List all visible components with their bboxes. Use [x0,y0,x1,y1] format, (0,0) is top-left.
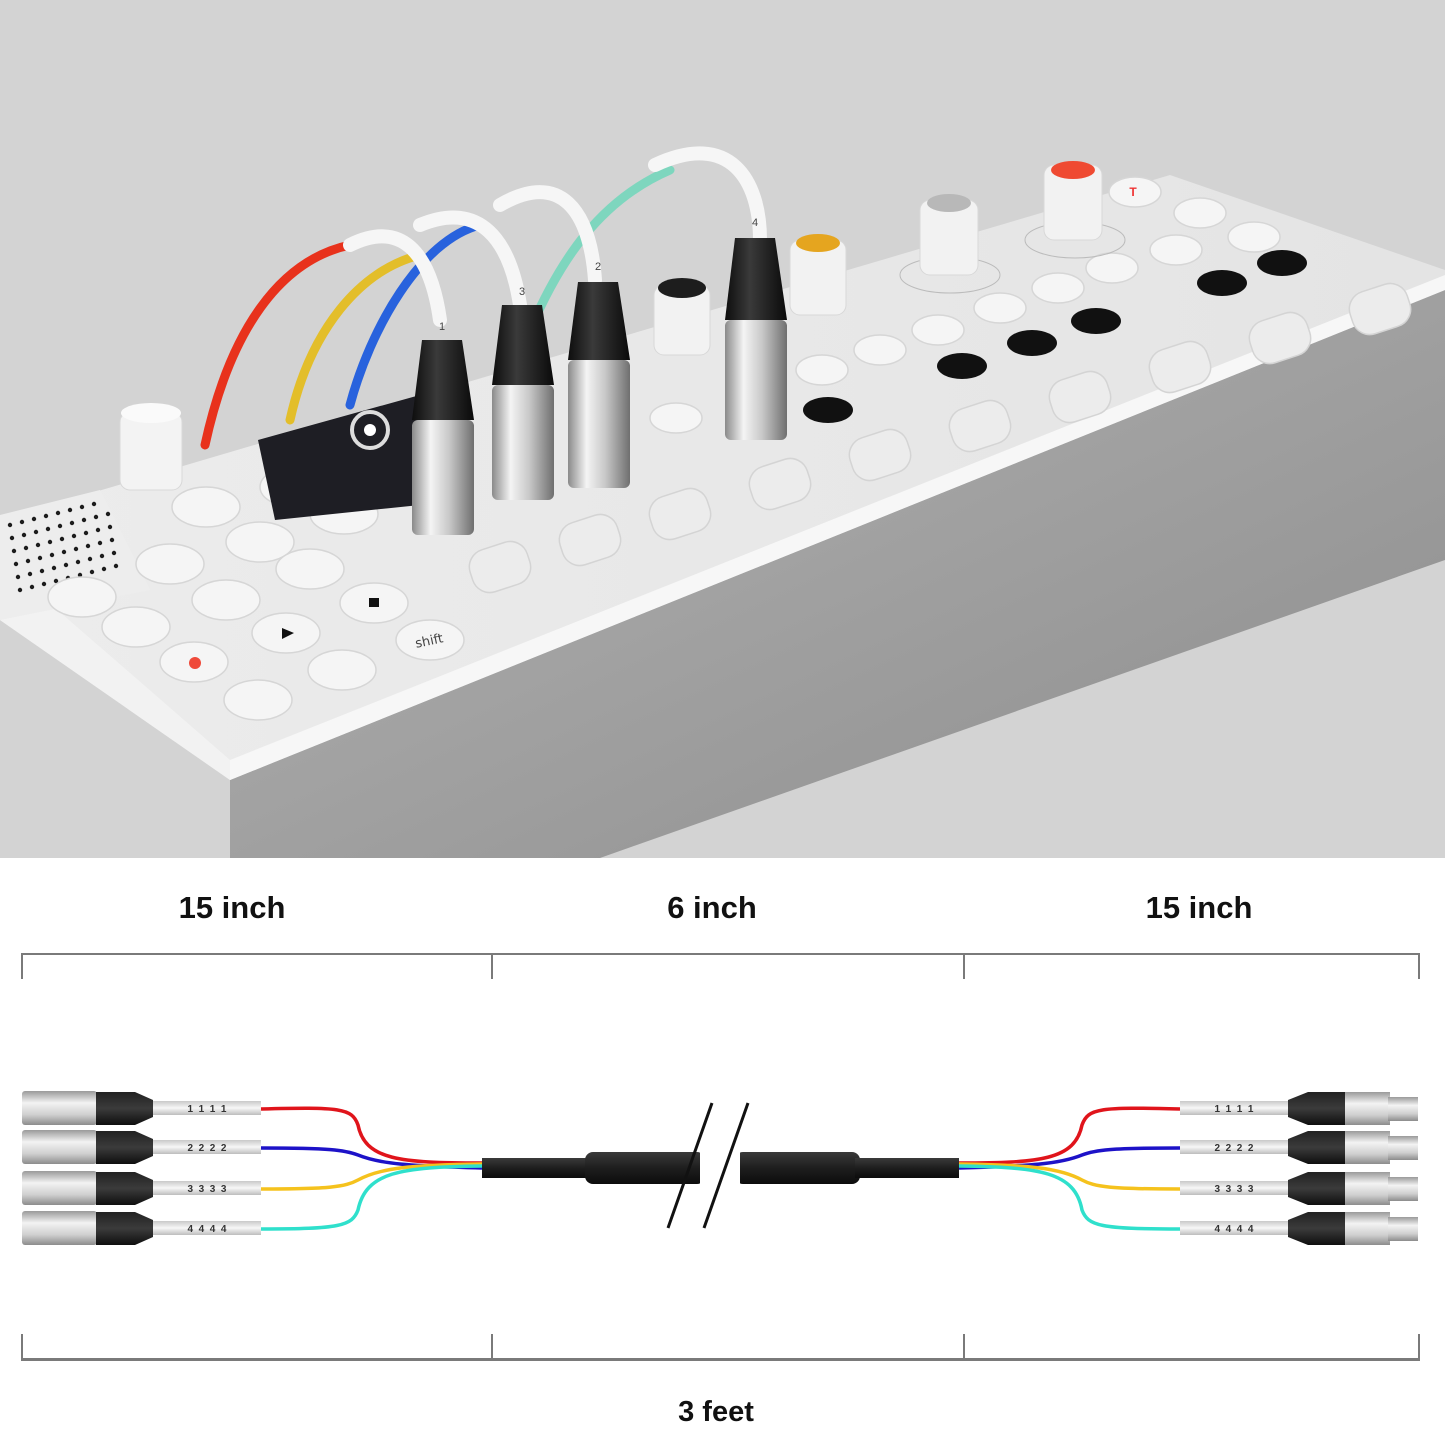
knob-black [653,278,711,356]
svg-text:3 3 3 3: 3 3 3 3 [188,1184,227,1195]
device-side [230,285,1445,858]
stop-icon [369,598,379,607]
top-bracket-tick [21,953,23,979]
trunk-cable [482,1100,959,1230]
volume-knob [119,403,183,491]
top-bracket [21,953,1420,955]
bottom-bracket [21,1358,1420,1361]
bottom-bracket-tick [491,1334,493,1360]
svg-text:4: 4 [752,217,758,229]
knob-gray [899,194,1001,294]
segment-label-right: 15 inch [1145,890,1253,925]
xlr-plug-3: 3 [492,286,554,500]
total-length-label: 3 feet [678,1396,754,1428]
display-screen [258,395,420,520]
left-xlr-male-2: 2 2 2 2 [22,1130,261,1164]
xlr-plug-1: 1 [412,321,474,535]
left-xlr-male-1: 1 1 1 1 [22,1091,261,1125]
product-photo: shift [0,0,1445,858]
step-keys [468,282,1412,594]
right-xlr-female-1: 1 1 1 1 [1180,1092,1418,1125]
svg-text:1: 1 [439,321,445,333]
svg-text:3: 3 [519,286,525,298]
cables [200,146,767,450]
left-xlr-male-4: 4 4 4 4 [22,1211,261,1245]
svg-text:T: T [1129,185,1137,199]
play-icon [282,628,294,639]
bottom-bracket-tick [21,1334,23,1360]
bottom-bracket-tick [963,1334,965,1360]
right-xlr-female-3: 3 3 3 3 [1180,1172,1418,1205]
black-buttons [803,250,1307,423]
top-bracket-tick [491,953,493,979]
svg-text:4 4 4 4: 4 4 4 4 [1215,1224,1254,1235]
segment-label-left: 15 inch [178,890,286,925]
svg-text:2 2 2 2: 2 2 2 2 [188,1143,227,1154]
knob-yellow [789,234,847,316]
xlr-plug-2: 2 [568,261,630,488]
record-icon [189,657,201,669]
knob-red [1024,161,1126,259]
right-fanout-wires [958,1106,1181,1231]
svg-text:1 1 1 1: 1 1 1 1 [1215,1104,1254,1115]
bottom-bracket-tick [1418,1334,1420,1360]
left-xlr-male-3: 3 3 3 3 [22,1171,261,1205]
svg-text:1 1 1 1: 1 1 1 1 [188,1104,227,1115]
synth-device-illustration: shift [0,146,1445,858]
number-buttons [649,176,1281,434]
right-xlr-female-2: 2 2 2 2 [1180,1131,1418,1164]
svg-text:2: 2 [595,261,601,273]
segment-label-middle: 6 inch [667,890,757,925]
svg-text:2 2 2 2: 2 2 2 2 [1215,1143,1254,1154]
break-mark [666,1102,714,1229]
top-bracket-tick [1418,953,1420,979]
snake-cable-illustration: 1 1 1 1 2 2 2 2 3 3 3 3 4 4 4 4 [22,1091,1418,1245]
break-mark [702,1102,750,1229]
svg-text:3 3 3 3: 3 3 3 3 [1215,1184,1254,1195]
xlr-plug-4: 4 [725,217,787,440]
cable-length-diagram: 15 inch 6 inch 15 inch 3 feet [0,858,1445,1445]
left-fanout-wires [260,1106,483,1231]
top-bracket-tick [963,953,965,979]
right-xlr-female-4: 4 4 4 4 [1180,1212,1418,1245]
svg-text:shift: shift [414,631,445,652]
svg-text:4 4 4 4: 4 4 4 4 [188,1224,227,1235]
